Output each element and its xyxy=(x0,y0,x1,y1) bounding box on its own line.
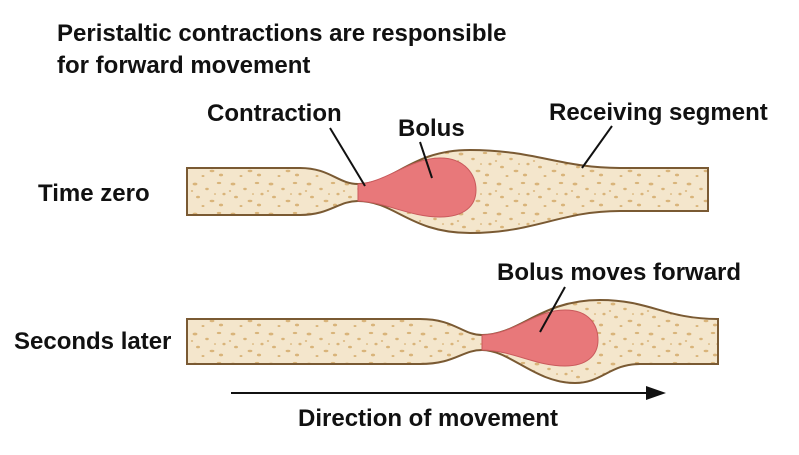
tube-seconds-later-body xyxy=(186,298,719,385)
label-bolus: Bolus xyxy=(398,115,465,142)
label-contraction: Contraction xyxy=(207,100,342,127)
title-line-1: Peristaltic contractions are responsible xyxy=(57,20,507,47)
label-direction: Direction of movement xyxy=(298,405,558,432)
tube-time-zero xyxy=(186,148,709,235)
leader-bolus xyxy=(419,141,433,179)
leader-bolus-moves-forward xyxy=(539,286,566,333)
label-bolus-moves-forward: Bolus moves forward xyxy=(497,259,741,286)
label-receiving-segment: Receiving segment xyxy=(549,99,768,126)
direction-arrow-head xyxy=(646,386,666,400)
label-seconds-later: Seconds later xyxy=(14,328,171,355)
tube-seconds-later xyxy=(186,298,719,385)
bolus-time-zero xyxy=(357,157,477,218)
direction-arrow xyxy=(231,386,666,400)
title-line-2: for forward movement xyxy=(57,52,310,79)
leader-receiving-segment xyxy=(581,125,613,169)
leader-contraction xyxy=(329,127,366,187)
bolus-seconds-later xyxy=(481,309,599,367)
label-time-zero: Time zero xyxy=(38,180,150,207)
